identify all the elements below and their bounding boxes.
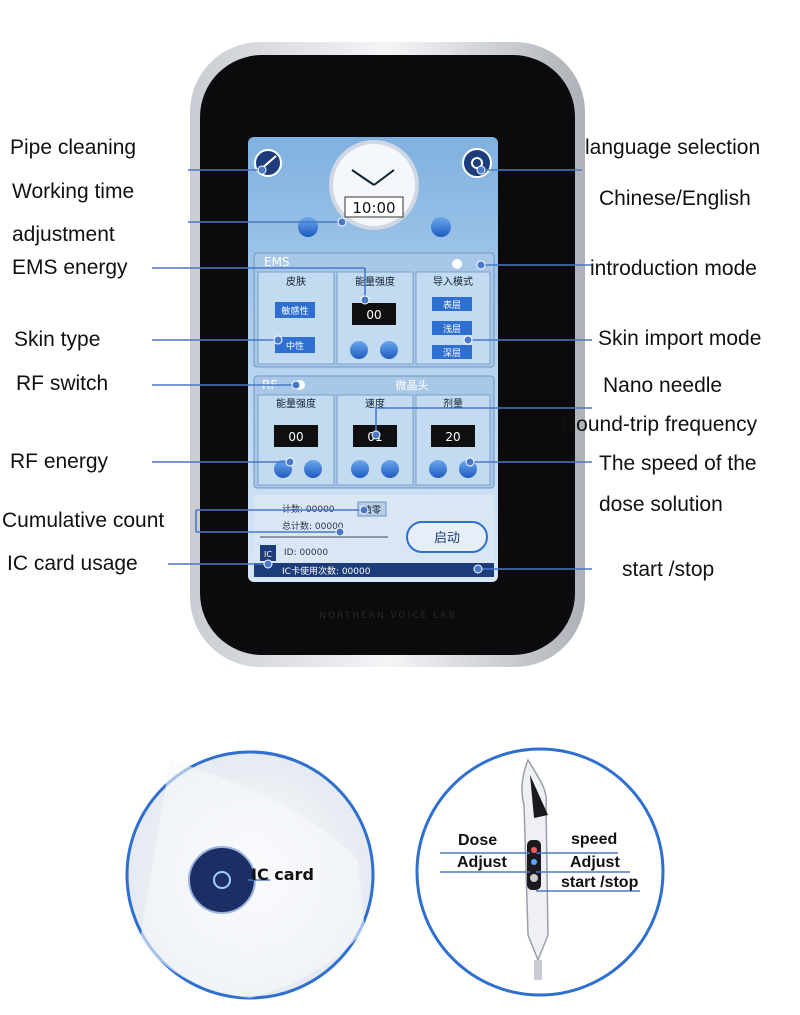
dose-value-box [431, 425, 475, 447]
time-down-button [298, 217, 318, 237]
total-label-text: 总计数: 00000 [282, 520, 344, 532]
layer-deep-button [432, 345, 472, 359]
import-header-text: 导入模式 [433, 275, 473, 288]
clock-time: 10:00 [352, 199, 395, 217]
nano-title: 微晶头 [396, 378, 429, 392]
speed-down-button [351, 460, 369, 478]
speed-up-button [381, 460, 399, 478]
label-introduction-mode: introduction mode [590, 257, 757, 280]
ems-up-button [380, 341, 398, 359]
dose-value-text: 20 [445, 430, 460, 444]
label-skin-import-mode: Skin import mode [598, 327, 762, 350]
ic-usage-label-text: IC卡使用次数: 00000 [282, 565, 371, 577]
neutral-btn-text: 中性 [286, 340, 304, 352]
label-adjust-left: Adjust [457, 854, 507, 871]
label-speed: speed [571, 831, 618, 848]
label-nano-needle: Nano needle [603, 374, 723, 397]
ems-value-text: 00 [366, 308, 381, 322]
skin-header-text: 皮肤 [286, 275, 306, 288]
label-speed-of-the: The speed of the [599, 452, 757, 475]
gear-icon [462, 148, 492, 178]
label-start-stop: start /stop [622, 558, 715, 581]
ic-badge [260, 545, 276, 561]
start-button [406, 521, 488, 553]
label-rf-energy: RF energy [10, 450, 109, 473]
label-adjustment: adjustment [12, 223, 115, 246]
speed-header-text: 速度 [365, 397, 385, 410]
id-label-text: ID: 00000 [284, 548, 328, 558]
label-dose-solution: dose solution [599, 493, 723, 516]
label-ic-card-usage: IC card usage [7, 552, 138, 575]
callout-lines [152, 169, 592, 570]
intro-mode-toggle [452, 259, 462, 269]
rf-value-box [274, 425, 318, 447]
ic-reader-icon [188, 846, 256, 914]
layer-surface-button [432, 297, 472, 311]
energy-header-text: 能量强度 [355, 275, 395, 288]
ems-down-button [350, 341, 368, 359]
sensitive-btn-text: 敏感性 [281, 305, 308, 317]
sensitive-button [275, 302, 315, 318]
ems-value-box [352, 303, 396, 325]
label-skin-type: Skin type [14, 328, 101, 351]
label-handpiece-start-stop: start /stop [561, 874, 639, 891]
layer-shallow-button [432, 321, 472, 335]
label-rf-switch: RF switch [16, 372, 109, 395]
rf-up-button [304, 460, 322, 478]
rf-value-text: 00 [288, 430, 303, 444]
count-label-text: 计数: 00000 [282, 503, 335, 515]
clear-btn-text: 清零 [363, 504, 381, 516]
start-btn-text: 启动 [434, 531, 460, 546]
label-language-selection: language selection [585, 136, 761, 159]
ic-badge-text: IC [264, 550, 272, 559]
neutral-button [275, 337, 315, 353]
ic-card-label: IC card [251, 865, 314, 884]
time-up-button [431, 217, 451, 237]
bezel-text: NORTHERN VOICE LAB [319, 611, 456, 621]
label-dose: Dose [458, 832, 498, 849]
ems-title: EMS [264, 255, 290, 269]
dose-header-text: 剂量 [443, 397, 463, 410]
rf-energy-header-text: 能量强度 [276, 397, 316, 410]
label-ems-energy: EMS energy [12, 256, 128, 279]
layer-deep-text: 深层 [443, 348, 461, 359]
label-pipe-cleaning: Pipe cleaning [10, 136, 137, 159]
label-working-time: Working time [12, 180, 135, 203]
label-cumulative-count: Cumulative count [2, 509, 165, 532]
label-round-trip-frequency: Round-trip frequency [561, 413, 758, 436]
layer-surface-text: 表层 [443, 299, 461, 311]
label-adjust-right: Adjust [570, 854, 620, 871]
layer-shallow-text: 浅层 [443, 323, 461, 335]
label-chinese-english: Chinese/English [599, 187, 751, 210]
dose-down-button [429, 460, 447, 478]
